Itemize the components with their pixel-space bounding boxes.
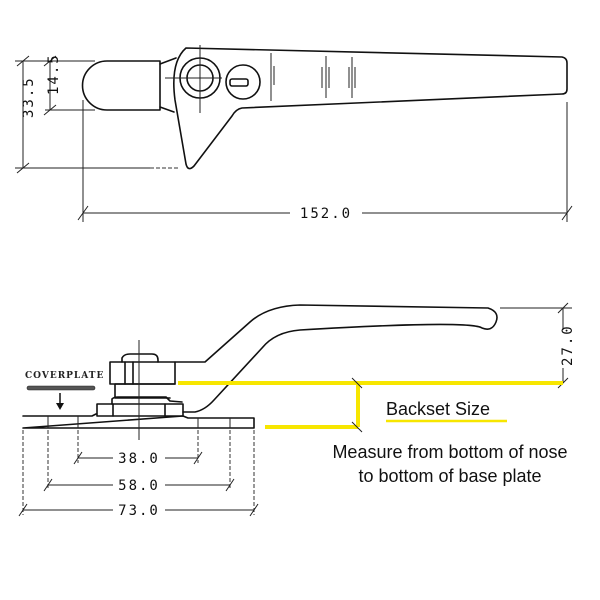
measure-note-line1: Measure from bottom of nose [332, 442, 567, 462]
nose-outline [81, 60, 161, 111]
coverplate-bar [26, 385, 96, 391]
dim-plate-length: 73.0 [118, 503, 160, 519]
dim-overall-length: 152.0 [300, 206, 352, 222]
backset-size-label: Backset Size [386, 399, 490, 419]
coverplate-label: COVERPLATE [25, 371, 104, 381]
arrow-head [56, 403, 64, 410]
inner-block [112, 403, 166, 417]
top-view: 33.5 14.5 152.0 [15, 45, 573, 222]
measure-note-line2: to bottom of base plate [358, 466, 541, 486]
dim-overall-height: 33.5 [21, 76, 37, 118]
lock-keyhole-icon [229, 78, 249, 87]
dim-73-line [18, 503, 259, 517]
dim-27-line [500, 302, 572, 389]
dim-nose-height: 14.5 [46, 53, 62, 95]
backset-highlight-lines [178, 381, 563, 429]
extension-lines [22, 430, 255, 515]
lock-circle [225, 64, 261, 100]
grip-lines [270, 53, 356, 101]
upper-block [109, 361, 176, 385]
spindle-centerline [165, 45, 222, 113]
dim-152-line [77, 100, 573, 222]
dim-38-line [73, 451, 203, 465]
dim-14-5-line [43, 55, 95, 116]
base-plate-hole-lines [47, 416, 231, 428]
upper-inner-lines [124, 361, 134, 385]
dim-58-line [43, 478, 235, 492]
side-view: COVERPLATE 38.0 58.0 73.0 27.0 Backset S… [18, 302, 576, 519]
cap [121, 353, 159, 363]
dim-handle-height: 27.0 [560, 324, 576, 366]
dim-hole-outer: 58.0 [118, 478, 160, 494]
nose-neck [159, 57, 177, 113]
collar [111, 396, 183, 405]
handle-body-outline [173, 47, 568, 170]
lower-block [114, 383, 176, 399]
raised-block [96, 403, 184, 417]
lever-outline [174, 304, 498, 413]
dim-hole-inner: 38.0 [118, 451, 160, 467]
base-plate [22, 413, 255, 429]
